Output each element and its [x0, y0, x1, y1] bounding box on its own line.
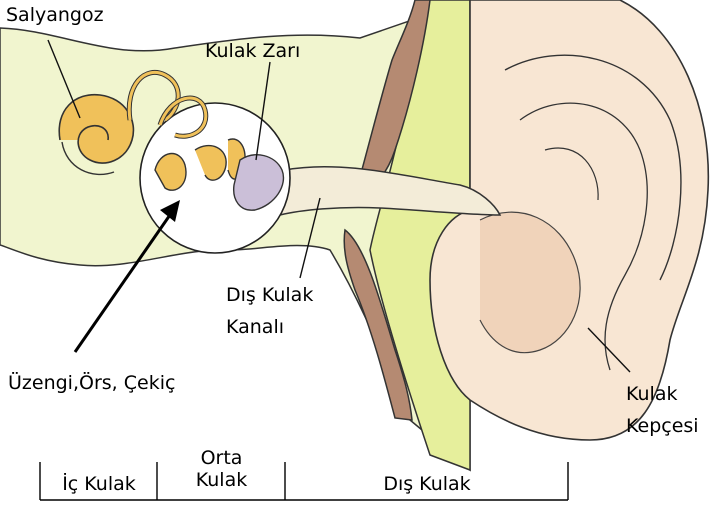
- label-kulak-kepcesi-line2: Kepçesi: [626, 415, 699, 437]
- label-salyangoz: Salyangoz: [6, 4, 104, 26]
- label-dis-kulak-kanali-line2: Kanalı: [226, 316, 284, 338]
- scale-ic-kulak: İç Kulak: [42, 474, 156, 494]
- label-kulak-zari: Kulak Zarı: [205, 40, 300, 62]
- label-kemikcikler: Üzengi,Örs, Çekiç: [8, 372, 175, 394]
- label-kulak-kepcesi-line1: Kulak: [626, 383, 677, 405]
- scale-orta-kulak-line1: Orta: [159, 448, 284, 468]
- label-dis-kulak-kanali-line1: Dış Kulak: [226, 284, 313, 306]
- scale-orta-kulak-line2: Kulak: [159, 470, 284, 490]
- auricle: [430, 0, 708, 440]
- scale-dis-kulak: Dış Kulak: [287, 474, 567, 494]
